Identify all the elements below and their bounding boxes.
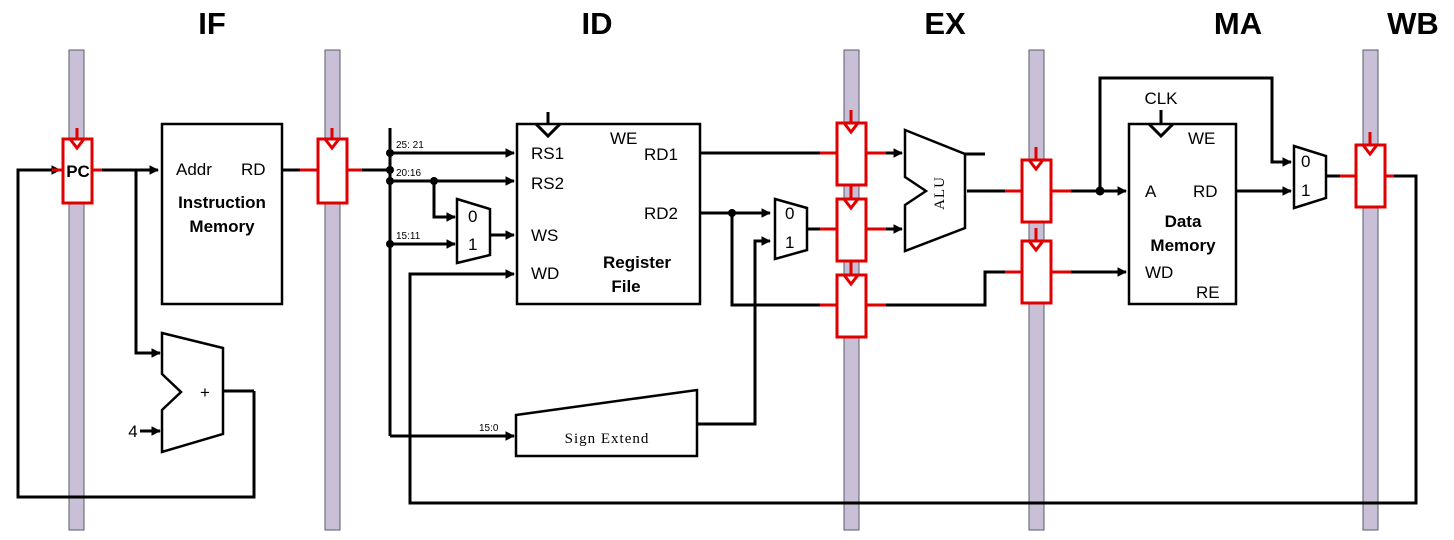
bit-field-20-16: 20:16 xyxy=(396,168,421,179)
sign-extend-label: Sign Extend xyxy=(565,431,650,447)
stage-bar-pc xyxy=(68,49,85,531)
ex-ma-register-b xyxy=(1005,228,1071,305)
dmem-a-label: A xyxy=(1145,182,1157,201)
rf-we-label: WE xyxy=(610,129,637,148)
junction-dots xyxy=(386,149,1105,248)
stage-label-ex: EX xyxy=(924,6,966,41)
alu-mux-in0: 0 xyxy=(785,204,794,223)
bit-field-25-21: 25: 21 xyxy=(396,140,424,151)
stage-label-id: ID xyxy=(582,6,613,41)
stage-bar-if-id xyxy=(324,49,341,531)
pc-label: PC xyxy=(66,162,90,181)
id-ex-register-b xyxy=(820,186,886,263)
bit-field-15-0: 15:0 xyxy=(479,423,499,434)
adder-plus: + xyxy=(200,383,210,402)
dmem-clk-label: CLK xyxy=(1144,89,1178,108)
dmem-we-label: WE xyxy=(1188,129,1215,148)
reg-mux-in0: 0 xyxy=(468,207,477,226)
bit-field-15-11: 15:11 xyxy=(396,231,421,242)
wb-mux-in1: 1 xyxy=(1301,181,1310,200)
rf-rs1-label: RS1 xyxy=(531,144,564,163)
adder-const-4: 4 xyxy=(128,422,137,441)
alu-src-mux: 0 1 xyxy=(773,197,809,261)
rf-ws-label: WS xyxy=(531,226,558,245)
dmem-wd-label: WD xyxy=(1145,263,1173,282)
rf-rd2-label: RD2 xyxy=(644,204,678,223)
imem-title-line2: Memory xyxy=(189,217,255,236)
stage-label-wb: WB xyxy=(1387,6,1439,41)
rf-title-line1: Register xyxy=(603,253,671,272)
reg-dest-mux: 0 1 xyxy=(455,197,492,265)
alu-label: ALU xyxy=(932,176,948,210)
dmem-rd-label: RD xyxy=(1193,182,1218,201)
imem-rd-label: RD xyxy=(241,160,266,179)
stage-bar-ma-wb xyxy=(1362,49,1379,531)
rf-title-line2: File xyxy=(611,277,640,296)
ex-ma-register-a xyxy=(1005,147,1071,224)
pc-adder: + 4 xyxy=(128,331,225,454)
register-file: RS1 RS2 WS WD WE RD1 RD2 Register File xyxy=(515,112,702,306)
imem-addr-label: Addr xyxy=(176,160,212,179)
stage-label-if: IF xyxy=(198,6,226,41)
if-id-register xyxy=(300,128,362,205)
sign-extend: Sign Extend xyxy=(514,388,699,458)
id-ex-register-a xyxy=(820,110,886,187)
data-memory: CLK WE A RD Data Memory WD RE xyxy=(1127,89,1238,306)
rf-rd1-label: RD1 xyxy=(644,145,678,164)
wb-mux-in0: 0 xyxy=(1301,152,1310,171)
rf-wd-label: WD xyxy=(531,264,559,283)
instruction-memory: Addr RD Instruction Memory xyxy=(160,122,284,306)
rf-rs2-label: RS2 xyxy=(531,174,564,193)
wires xyxy=(16,76,1418,505)
wb-mux: 0 1 xyxy=(1292,144,1328,210)
id-ex-register-c xyxy=(820,262,886,339)
imem-title-line1: Instruction xyxy=(178,193,266,212)
dmem-title-line1: Data xyxy=(1165,212,1202,231)
dmem-title-line2: Memory xyxy=(1150,236,1216,255)
alu-mux-in1: 1 xyxy=(785,233,794,252)
dmem-re-label: RE xyxy=(1196,283,1220,302)
ma-wb-register xyxy=(1340,132,1394,209)
stage-label-ma: MA xyxy=(1214,6,1262,41)
pc-register: PC xyxy=(52,128,102,205)
reg-mux-in1: 1 xyxy=(468,235,477,254)
alu: ALU xyxy=(903,128,967,253)
